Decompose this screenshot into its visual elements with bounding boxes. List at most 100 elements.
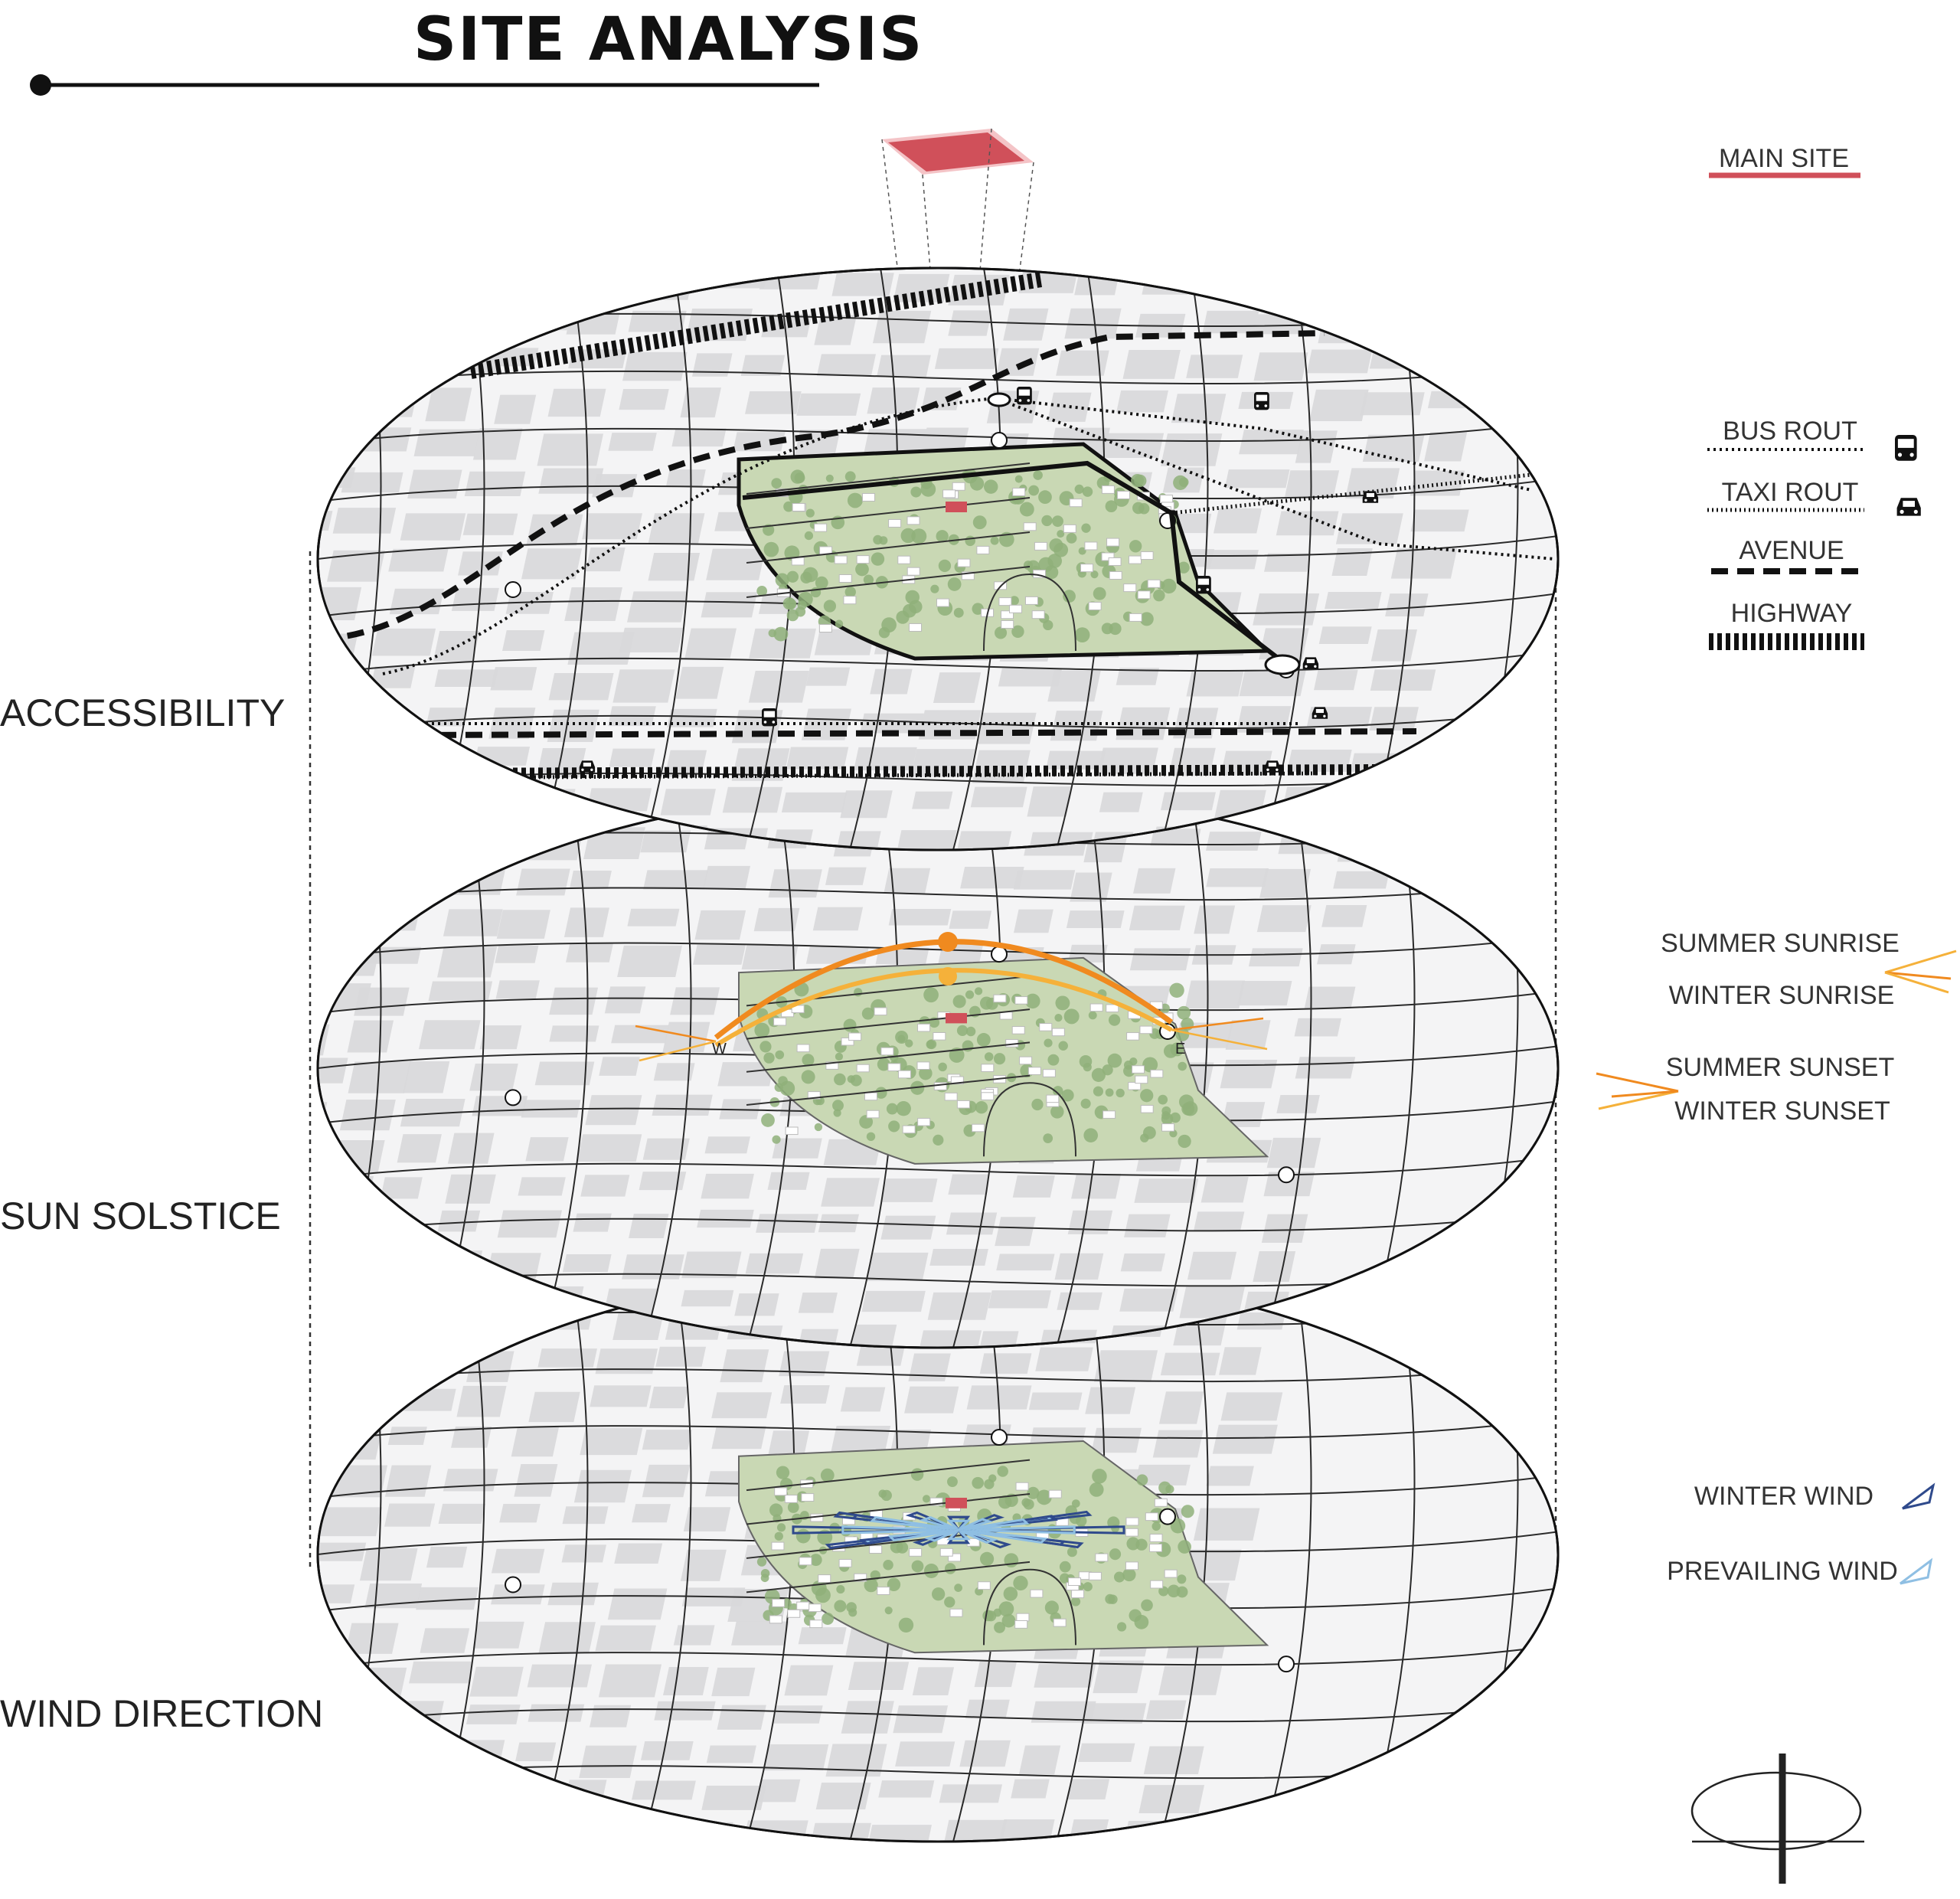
building-block bbox=[96, 1064, 141, 1081]
building-block bbox=[1253, 352, 1308, 381]
building-block bbox=[138, 868, 201, 896]
building-block bbox=[805, 667, 851, 686]
building-block bbox=[416, 1587, 479, 1610]
building-block bbox=[354, 1273, 401, 1305]
tree bbox=[952, 995, 966, 1008]
tree bbox=[988, 1474, 997, 1482]
house bbox=[1106, 538, 1120, 547]
building-block bbox=[948, 310, 992, 336]
building-block bbox=[176, 1269, 220, 1301]
tree bbox=[1140, 1133, 1149, 1142]
tree bbox=[1132, 502, 1145, 515]
building-block bbox=[318, 1212, 364, 1238]
tree bbox=[1044, 565, 1059, 580]
building-block bbox=[387, 1427, 427, 1446]
building-block bbox=[0, 1622, 25, 1649]
building-block bbox=[1314, 669, 1358, 691]
road bbox=[318, 1211, 1558, 1235]
tree bbox=[993, 1608, 1002, 1617]
building-block bbox=[134, 1782, 188, 1813]
building-block bbox=[912, 791, 953, 809]
building-block bbox=[257, 904, 305, 929]
building-block bbox=[491, 1822, 548, 1842]
road bbox=[642, 1267, 692, 1842]
building-block bbox=[411, 1326, 453, 1348]
building-block bbox=[185, 1255, 231, 1272]
house bbox=[807, 1091, 821, 1100]
taxi-icon bbox=[1362, 491, 1379, 503]
road bbox=[318, 1361, 1558, 1385]
building-block bbox=[717, 1062, 775, 1087]
tree bbox=[911, 528, 927, 544]
street bbox=[746, 1041, 1031, 1073]
building-block bbox=[595, 1625, 656, 1652]
tree bbox=[1061, 1089, 1074, 1102]
road bbox=[318, 708, 1558, 732]
tree bbox=[1067, 1547, 1077, 1557]
building-block bbox=[1202, 310, 1259, 334]
tree bbox=[776, 1466, 790, 1479]
loop-road bbox=[742, 460, 1280, 661]
building-block bbox=[835, 831, 881, 850]
building-block bbox=[1138, 1785, 1205, 1814]
taxi-icon bbox=[579, 760, 596, 773]
building-block bbox=[375, 1820, 433, 1842]
building-block bbox=[495, 980, 540, 999]
building-block bbox=[1158, 1391, 1204, 1424]
house bbox=[949, 1608, 963, 1617]
house bbox=[1135, 1075, 1148, 1084]
building-block bbox=[1160, 433, 1223, 466]
building-block bbox=[528, 791, 570, 816]
building-block bbox=[1014, 909, 1054, 933]
accessibility-layer bbox=[316, 266, 1560, 851]
tree bbox=[1142, 1057, 1158, 1073]
tree bbox=[756, 1557, 767, 1567]
tree bbox=[1063, 590, 1076, 603]
building-block bbox=[318, 711, 347, 743]
crescent-street bbox=[983, 1568, 1076, 1646]
avenue-routes bbox=[321, 330, 1417, 738]
building-block bbox=[966, 1385, 1032, 1410]
tree bbox=[1079, 1054, 1093, 1068]
building-block bbox=[590, 1385, 652, 1407]
building-block bbox=[1066, 910, 1125, 928]
building-block bbox=[1261, 1214, 1308, 1243]
building-block bbox=[178, 943, 243, 966]
house bbox=[961, 571, 975, 580]
building-block bbox=[332, 508, 397, 534]
building-block bbox=[74, 1744, 132, 1774]
tree bbox=[1044, 1038, 1053, 1048]
road bbox=[1263, 789, 1312, 1348]
sunrise-ray bbox=[1171, 1017, 1264, 1031]
building-block bbox=[939, 1784, 1002, 1803]
house bbox=[841, 1037, 854, 1046]
tree bbox=[1033, 470, 1043, 480]
building-block bbox=[451, 587, 499, 611]
house bbox=[825, 1061, 839, 1070]
main-site bbox=[946, 1012, 967, 1024]
tree bbox=[1028, 485, 1040, 496]
building-block bbox=[515, 1742, 557, 1761]
building-block bbox=[629, 1214, 669, 1239]
wind-petal bbox=[887, 1528, 959, 1542]
building-block bbox=[25, 1392, 70, 1414]
building-block bbox=[527, 1664, 592, 1688]
building-block bbox=[643, 870, 708, 890]
building-block bbox=[1264, 553, 1312, 572]
house bbox=[1071, 1590, 1085, 1599]
tree bbox=[930, 584, 939, 593]
building-block bbox=[555, 1825, 617, 1842]
building-block bbox=[458, 551, 503, 576]
tree bbox=[976, 1033, 991, 1047]
building-block bbox=[814, 315, 857, 345]
building-block bbox=[384, 1465, 432, 1497]
building-block bbox=[69, 1172, 109, 1194]
tree bbox=[859, 1115, 874, 1129]
crescent-street bbox=[983, 1082, 1076, 1157]
house bbox=[1069, 498, 1083, 508]
tree bbox=[905, 590, 920, 605]
house bbox=[1019, 1056, 1033, 1065]
tree bbox=[1109, 1548, 1122, 1561]
tree bbox=[1136, 1474, 1148, 1486]
